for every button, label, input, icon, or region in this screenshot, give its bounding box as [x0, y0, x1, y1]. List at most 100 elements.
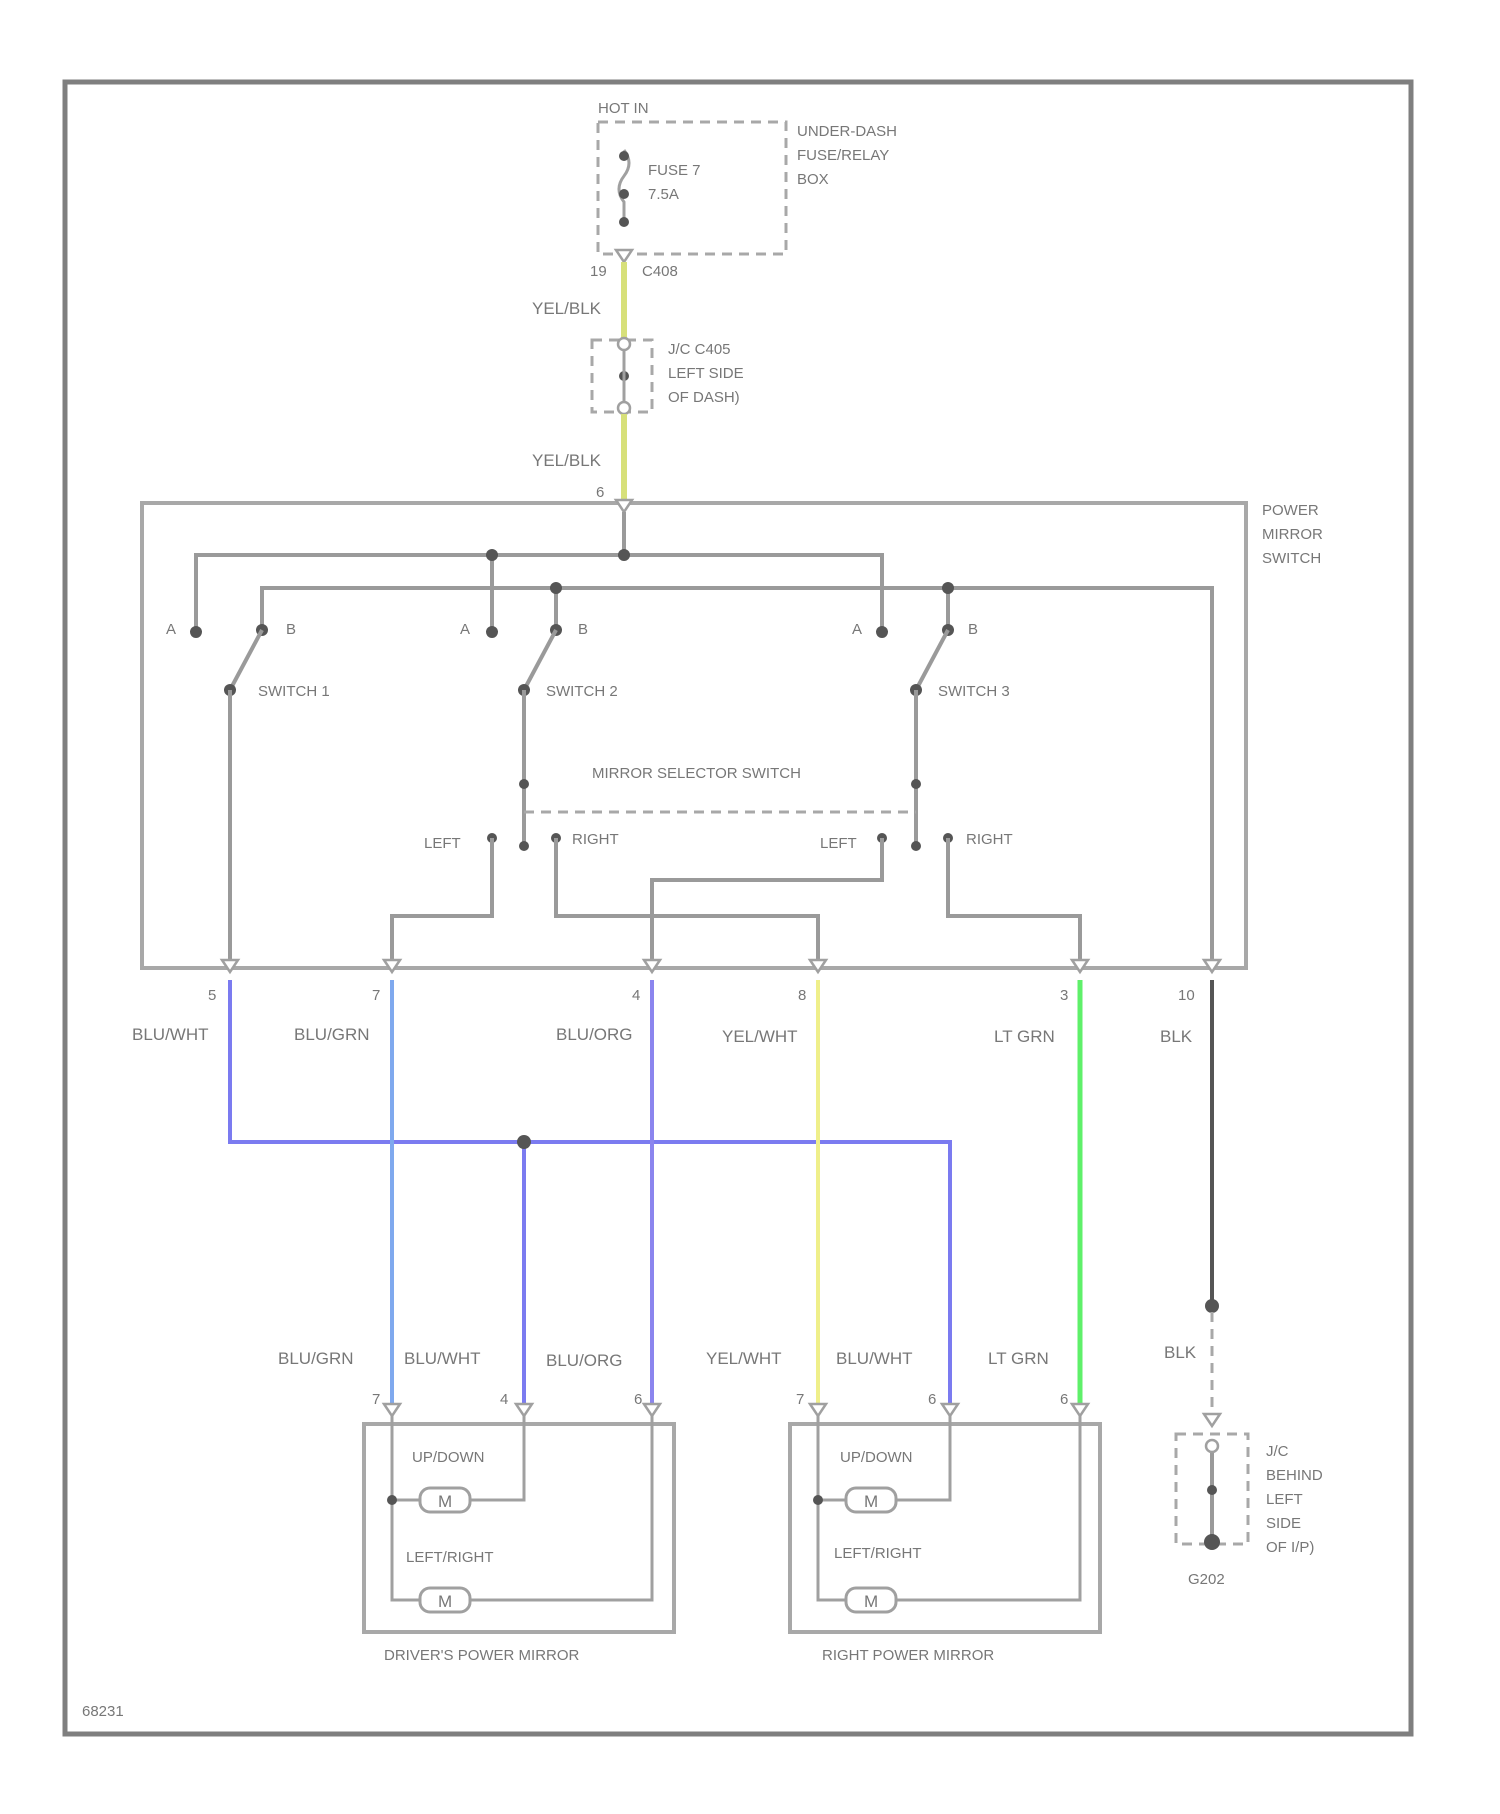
- ground-splice-node: [1205, 1299, 1219, 1313]
- ground-jc-label: J/C: [1266, 1443, 1289, 1460]
- wire-label: BLU/ORG: [556, 1025, 633, 1044]
- feed-wire-mid-label: YEL/BLK: [532, 451, 602, 470]
- wire-pin: 5: [208, 987, 216, 1004]
- selector-left-1: LEFT: [424, 835, 461, 852]
- switch-pin-6: 6: [596, 484, 604, 501]
- switch-3-a: A: [852, 621, 862, 638]
- wire-pin: 4: [632, 987, 640, 1004]
- motor-symbol: M: [438, 1592, 452, 1611]
- switch-3-b: B: [968, 621, 978, 638]
- fuse-box-label: BOX: [797, 171, 829, 188]
- selector-route: [392, 838, 492, 962]
- fuse-box-label: FUSE/RELAY: [797, 147, 889, 164]
- switch-connector-6: [616, 500, 632, 512]
- selector-route: [948, 838, 1080, 962]
- motor-symbol: M: [864, 1592, 878, 1611]
- drivers-power-mirror: M M UP/DOWN LEFT/RIGHT DRIVER'S POWER MI…: [364, 1416, 674, 1664]
- wire-pin: 4: [500, 1391, 508, 1408]
- wire-label: LT GRN: [988, 1349, 1049, 1368]
- wire-label: YEL/WHT: [706, 1349, 782, 1368]
- fuse-label: FUSE 7: [648, 162, 701, 179]
- switch-1-name: SWITCH 1: [258, 683, 330, 700]
- wire-label: LT GRN: [994, 1027, 1055, 1046]
- ground-jc-label: SIDE: [1266, 1515, 1301, 1532]
- fuse-box-label: UNDER-DASH: [797, 123, 897, 140]
- motor-symbol: M: [864, 1492, 878, 1511]
- wire-label: BLK: [1164, 1343, 1197, 1362]
- drivers-mirror-node: [387, 1495, 397, 1505]
- bus-node: [618, 549, 630, 561]
- mirror-pin: [942, 1404, 958, 1416]
- drivers-mirror-label: DRIVER'S POWER MIRROR: [384, 1647, 580, 1664]
- right-power-mirror: M M UP/DOWN LEFT/RIGHT RIGHT POWER MIRRO…: [790, 1416, 1100, 1664]
- bus-node: [550, 582, 562, 594]
- switch-2-blade: [524, 630, 556, 690]
- selector-right-1: RIGHT: [572, 831, 619, 848]
- ground-point-g202: [1204, 1534, 1220, 1550]
- hot-label: HOT IN: [598, 100, 649, 117]
- switch-3-blade: [916, 630, 948, 690]
- wire-pin: 7: [796, 1391, 804, 1408]
- c408-pin: 19: [590, 263, 607, 280]
- bus-node: [486, 549, 498, 561]
- bus-node: [942, 582, 954, 594]
- wire-pin: 3: [1060, 987, 1068, 1004]
- fuse-7: [619, 150, 629, 226]
- motor-symbol: M: [438, 1492, 452, 1511]
- fuse-box-outline: [598, 122, 786, 254]
- selector-node: [519, 779, 529, 789]
- c408-name: C408: [642, 263, 678, 280]
- wire-label: BLK: [1160, 1027, 1193, 1046]
- switch-3-contact-a: [876, 626, 888, 638]
- power-bus-a: [196, 512, 882, 630]
- mirror-selector-label: MIRROR SELECTOR SWITCH: [592, 765, 801, 782]
- power-mirror-switch-title: POWER: [1262, 502, 1319, 519]
- jc-dash-label: LEFT SIDE: [668, 365, 744, 382]
- feed-wire-top-label: YEL/BLK: [532, 299, 602, 318]
- mirror-pin: [516, 1404, 532, 1416]
- ground-circuit: J/C BEHIND LEFT SIDE OF I/P) G202: [1176, 1312, 1323, 1588]
- wire-label: BLU/WHT: [836, 1349, 913, 1368]
- wire-label: BLU/GRN: [294, 1025, 370, 1044]
- right-updown-label: UP/DOWN: [840, 1449, 913, 1466]
- wire-pin: 8: [798, 987, 806, 1004]
- right-mirror-label: RIGHT POWER MIRROR: [822, 1647, 994, 1664]
- jc-dash-label: J/C C405: [668, 341, 731, 358]
- switch-1: A B SWITCH 1: [166, 621, 330, 700]
- switch-2-name: SWITCH 2: [546, 683, 618, 700]
- right-mirror-node: [813, 1495, 823, 1505]
- jc-dash-pin: [618, 402, 630, 414]
- ground-connector: [1204, 1414, 1220, 1426]
- power-mirror-switch-title: MIRROR: [1262, 526, 1323, 543]
- wire-pin: 6: [634, 1391, 642, 1408]
- ground-jc-label: OF I/P): [1266, 1539, 1314, 1556]
- selector-node: [519, 841, 529, 851]
- wire-pin: 6: [1060, 1391, 1068, 1408]
- selector-right-2: RIGHT: [966, 831, 1013, 848]
- connector-c408: [616, 250, 632, 262]
- wire-label: BLU/WHT: [132, 1025, 209, 1044]
- selector-left-2: LEFT: [820, 835, 857, 852]
- mirror-pin: [1072, 1404, 1088, 1416]
- ground-jc-node: [1207, 1485, 1217, 1495]
- diagram-code: 68231: [82, 1703, 124, 1720]
- ground-jc-label: BEHIND: [1266, 1467, 1323, 1484]
- power-mirror-switch-box: [142, 503, 1246, 968]
- wire-pin: 6: [928, 1391, 936, 1408]
- power-mirror-switch-title: SWITCH: [1262, 550, 1321, 567]
- selector-route: [556, 838, 818, 962]
- selector-node: [911, 779, 921, 789]
- fuse-label: 7.5A: [648, 186, 679, 203]
- selector-route: [652, 838, 882, 962]
- switch-1-a: A: [166, 621, 176, 638]
- jc-dash-label: OF DASH): [668, 389, 740, 406]
- wire-label: BLU/WHT: [404, 1349, 481, 1368]
- switch-3: A B SWITCH 3: [852, 621, 1010, 700]
- switch-2-contact-a: [486, 626, 498, 638]
- fuse-node: [619, 217, 629, 227]
- mirror-pin: [644, 1404, 660, 1416]
- mirror-pin: [384, 1404, 400, 1416]
- fuse-node: [619, 189, 629, 199]
- switch-1-b: B: [286, 621, 296, 638]
- wire-label: YEL/WHT: [722, 1027, 798, 1046]
